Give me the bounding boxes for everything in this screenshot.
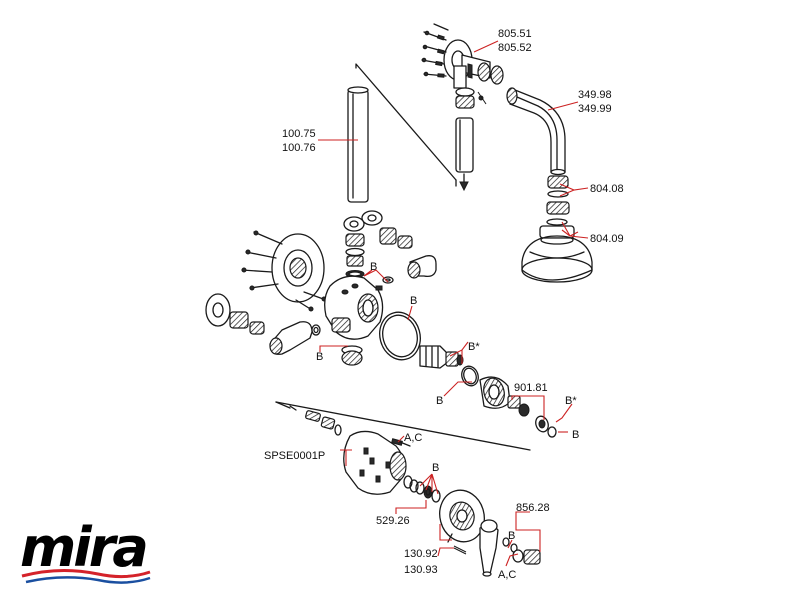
- vertical-riser-upper: [455, 117, 474, 192]
- wall-outlet-elbow: [421, 23, 504, 109]
- wall-plate-left: [241, 230, 327, 312]
- mixer-body: [324, 275, 384, 366]
- mira-logo: mira: [20, 516, 151, 584]
- label-b-handle: B: [508, 530, 515, 542]
- assembly-path-line-mid: [275, 401, 531, 451]
- assembly-path-line-top: [355, 63, 457, 187]
- label-130-93: 130.93: [404, 564, 438, 576]
- label-804-09: 804.09: [590, 233, 624, 245]
- label-349-98: 349.98: [578, 89, 612, 101]
- label-b-oring: B: [410, 295, 417, 307]
- logo-swoosh-blue: [25, 576, 151, 584]
- large-o-ring: [379, 311, 421, 361]
- label-b-star-cartridge: B*: [468, 341, 480, 353]
- label-a-c-upper: A,C: [404, 432, 422, 444]
- logo-swoosh-red: [21, 568, 151, 579]
- cartridge-valve: [419, 345, 479, 387]
- label-b-cartridge-left: B: [436, 395, 443, 407]
- trim-shroud-mid: [479, 376, 557, 438]
- label-100-75: 100.75: [282, 128, 316, 140]
- control-plate: [439, 489, 485, 543]
- spindle-spse: [289, 405, 342, 436]
- label-349-99: 349.99: [578, 103, 612, 115]
- label-805-51: 805.51: [498, 28, 532, 40]
- label-100-76: 100.76: [282, 142, 316, 154]
- shower-head: [521, 175, 593, 283]
- label-529-26: 529.26: [376, 515, 410, 527]
- label-b-star-right: B*: [565, 395, 577, 407]
- label-a-c-lower: A,C: [498, 569, 516, 581]
- inlet-fittings-upper: [343, 210, 437, 284]
- o-ring-set: [403, 475, 441, 503]
- leader-lines: [318, 40, 589, 567]
- riser-pipe-100: [347, 86, 369, 203]
- label-901-81: 901.81: [514, 382, 548, 394]
- label-b-right: B: [572, 429, 579, 441]
- label-b-upper: B: [370, 261, 377, 273]
- shower-arm: [506, 87, 566, 176]
- control-handle: [453, 519, 541, 577]
- thermostat-body-lower: [343, 430, 411, 495]
- label-130-92: 130.92: [404, 548, 438, 560]
- label-856-28: 856.28: [516, 502, 550, 514]
- logo-wordmark: mira: [20, 516, 146, 579]
- inlet-fittings-left: [205, 293, 321, 355]
- label-spse0001p: SPSE0001P: [264, 450, 325, 462]
- label-b-lower-left: B: [316, 351, 323, 363]
- label-804-08: 804.08: [590, 183, 624, 195]
- label-b-rings: B: [432, 462, 439, 474]
- label-805-52: 805.52: [498, 42, 532, 54]
